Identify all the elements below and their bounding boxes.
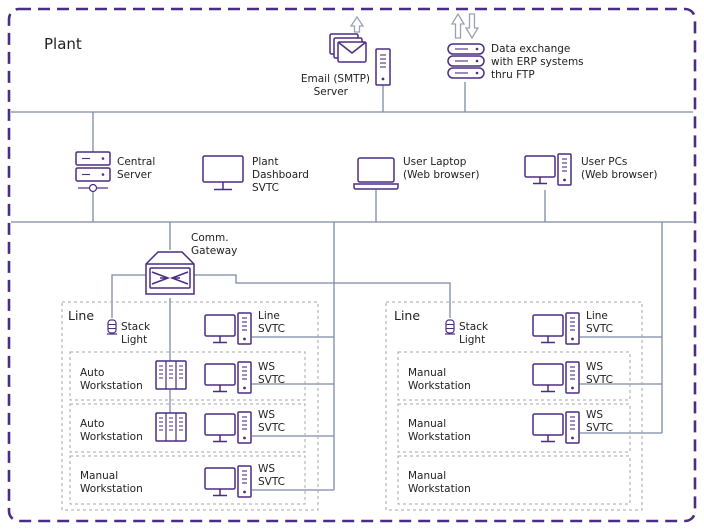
ws-svtc-label-2: SVTC [258, 374, 285, 386]
line-label: Line [68, 308, 94, 323]
erp-label-3: thru FTP [491, 69, 535, 81]
workstation-box [69, 351, 306, 401]
ws-svtc-label-1: WS [586, 361, 603, 373]
plant-dashboard: Plant Dashboard SVTC [202, 155, 309, 194]
stack-light-label-2: Light [459, 334, 485, 346]
line-svtc-label-2: SVTC [258, 323, 285, 335]
user-laptop-label-2: (Web browser) [403, 169, 479, 181]
stack-light-label-1: Stack [459, 321, 489, 333]
ws-svtc-label-1: WS [258, 463, 275, 475]
workstation-box [69, 403, 306, 453]
erp-exchange: Data exchange with ERP systems thru FTP [447, 12, 584, 81]
desktop-pc-icon [204, 465, 252, 498]
line-label: Line [394, 308, 420, 323]
exchange-down-arrow-icon [464, 13, 480, 40]
comm-gateway: Comm. Gateway [145, 232, 237, 295]
user-laptop: User Laptop (Web browser) [353, 156, 479, 190]
plant-dashboard-label-1: Plant [252, 156, 278, 168]
ws-svtc-label-2: SVTC [258, 476, 285, 488]
plant-boundary [7, 7, 697, 523]
workstation-type-label: Manual [408, 367, 446, 379]
line-boundary-right [385, 301, 643, 511]
server-tower-icon [375, 48, 391, 86]
network-wires [11, 82, 693, 491]
workstation-type-label: Manual [408, 470, 446, 482]
production-line-right: Line Stack Light Line SVTC Manual Workst… [385, 301, 643, 511]
line-svtc-label-1: Line [586, 310, 608, 322]
ws-svtc-label-1: WS [258, 409, 275, 421]
laptop-icon [353, 157, 399, 190]
gateway-label-2: Gateway [191, 245, 237, 257]
workstation-label: Workstation [80, 431, 143, 443]
line-svtc-label-1: Line [258, 310, 280, 322]
email-server-label-1: Email (SMTP) [301, 73, 370, 85]
workstation-label: Workstation [408, 380, 471, 392]
workstation-label: Workstation [408, 431, 471, 443]
plc-icon [155, 412, 187, 442]
ws-svtc-label-2: SVTC [586, 374, 613, 386]
envelope-icon [329, 33, 367, 63]
workstation-box [397, 455, 631, 505]
desktop-pc-icon [204, 411, 252, 444]
desktop-pc-icon [532, 361, 580, 394]
plant-dashboard-label-3: SVTC [252, 182, 279, 194]
desktop-pc-icon [524, 153, 572, 186]
line-boundary-left [61, 301, 319, 511]
central-server-label-2: Server [117, 169, 152, 181]
ws-svtc-label-1: WS [258, 361, 275, 373]
plant-dashboard-label-2: Dashboard [252, 169, 309, 181]
desktop-pc-icon [532, 411, 580, 444]
upload-arrow-icon [349, 15, 365, 33]
ws-svtc-label-1: WS [586, 409, 603, 421]
plant-label: Plant [44, 35, 82, 53]
stack-light-label-2: Light [121, 334, 147, 346]
line-svtc-label-2: SVTC [586, 323, 613, 335]
stack-light-icon [444, 319, 456, 335]
central-server: Central Server [75, 151, 155, 193]
gateway-icon [145, 251, 195, 295]
workstation-type-label: Manual [80, 470, 118, 482]
production-line-left: Line Stack Light Line SVTC Auto Workstat… [61, 301, 319, 511]
central-server-label-1: Central [117, 156, 155, 168]
ws-svtc-label-2: SVTC [258, 422, 285, 434]
desktop-pc-icon [532, 312, 580, 345]
user-pcs-label-2: (Web browser) [581, 169, 657, 181]
workstation-label: Workstation [408, 483, 471, 495]
stack-light-label-1: Stack [121, 321, 151, 333]
workstation-box [397, 351, 631, 401]
user-pcs: User PCs (Web browser) [524, 153, 657, 186]
desktop-pc-icon [204, 312, 252, 345]
workstation-type-label: Auto [80, 418, 104, 430]
email-server-label-2: Server [314, 86, 349, 98]
stack-light-icon [106, 319, 118, 335]
workstation-type-label: Auto [80, 367, 104, 379]
ws-svtc-label-2: SVTC [586, 422, 613, 434]
workstation-label: Workstation [80, 483, 143, 495]
plc-icon [155, 360, 187, 390]
email-server: Email (SMTP) Server [301, 15, 391, 98]
erp-label-1: Data exchange [491, 43, 570, 55]
server-stack-icon [447, 43, 485, 79]
workstation-label: Workstation [80, 380, 143, 392]
gateway-label-1: Comm. [191, 232, 229, 244]
desktop-pc-icon [204, 361, 252, 394]
exchange-up-arrow-icon [450, 12, 466, 39]
erp-label-2: with ERP systems [491, 56, 584, 68]
monitor-icon [202, 155, 244, 191]
workstation-box [69, 455, 306, 505]
workstation-type-label: Manual [408, 418, 446, 430]
workstation-box [397, 403, 631, 453]
user-pcs-label-1: User PCs [581, 156, 627, 168]
user-laptop-label-1: User Laptop [403, 156, 467, 168]
server-icon [75, 151, 111, 193]
